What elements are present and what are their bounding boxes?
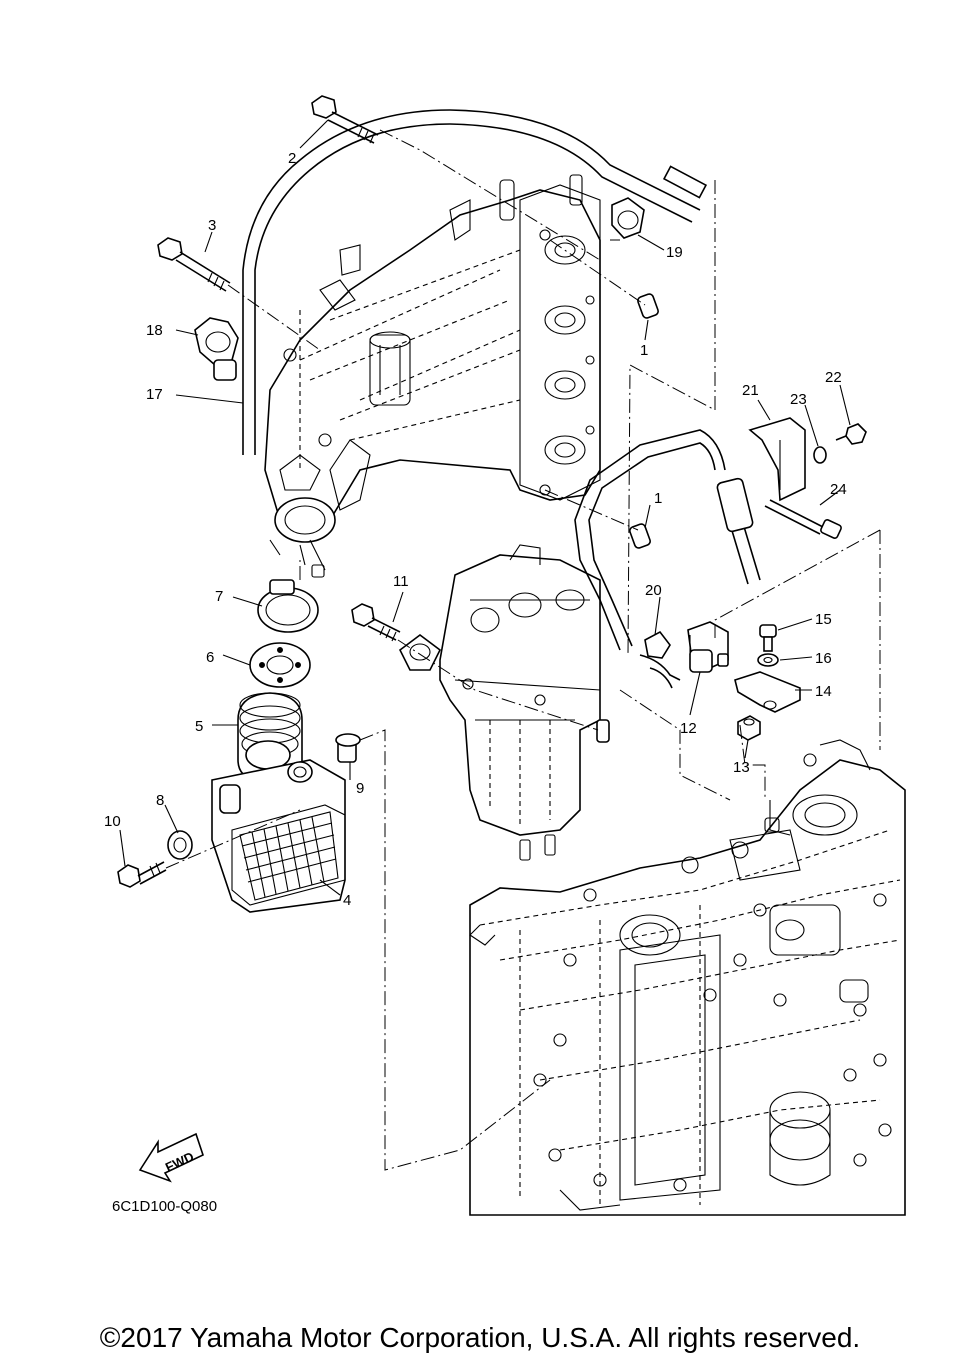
bolt-3 (157, 237, 231, 292)
callout-10: 10 (104, 813, 121, 830)
hose-clamp-7 (257, 579, 319, 633)
washer-23 (813, 446, 827, 464)
bolt-2 (311, 95, 379, 144)
callout-18: 18 (146, 322, 163, 339)
bolt-15 (759, 624, 777, 652)
washer-16 (757, 653, 779, 667)
clamp-18 (194, 317, 239, 381)
nut-13 (737, 715, 761, 741)
silencer-4 (211, 759, 346, 913)
callout-2: 2 (288, 150, 296, 167)
callout-1a: 1 (640, 342, 648, 359)
clamp-19 (611, 197, 645, 239)
callout-8: 8 (156, 792, 164, 809)
engine-block (469, 739, 906, 1216)
assembly-lines (165, 129, 881, 1171)
callout-14: 14 (815, 683, 832, 700)
silencer-grille (239, 811, 339, 901)
callout-13: 13 (733, 759, 750, 776)
callout-7: 7 (215, 588, 223, 605)
callout-20: 20 (645, 582, 662, 599)
callout-1b: 1 (654, 490, 662, 507)
fwd-arrow: FWD (138, 1132, 204, 1183)
callout-labels: 1 1 2 3 4 5 6 7 8 9 10 11 12 13 14 15 16… (104, 150, 847, 909)
copyright-notice: ©2017 Yamaha Motor Corporation, U.S.A. A… (99, 1322, 861, 1353)
bracket-21 (748, 417, 806, 502)
callout-4: 4 (343, 892, 351, 909)
joint-5 (237, 692, 303, 783)
callout-12: 12 (680, 720, 697, 737)
solenoid-valve-12 (687, 621, 729, 673)
dowel-pins (544, 239, 659, 549)
vapor-separator (439, 544, 610, 861)
grommet-8 (167, 830, 193, 860)
callout-21: 21 (742, 382, 759, 399)
clip-20 (644, 630, 671, 659)
callout-6: 6 (206, 649, 214, 666)
leader-lines (119, 119, 851, 896)
bolt-22 (835, 423, 867, 445)
callout-9: 9 (356, 780, 364, 797)
collar-9 (335, 733, 361, 763)
callout-17: 17 (146, 386, 163, 403)
callout-15: 15 (815, 611, 832, 628)
callout-23: 23 (790, 391, 807, 408)
callout-3: 3 (208, 217, 216, 234)
callout-16: 16 (815, 650, 832, 667)
bracket-14 (734, 671, 801, 713)
callout-5: 5 (195, 718, 203, 735)
bolt-10 (117, 861, 167, 888)
callout-24: 24 (830, 481, 847, 498)
diagram-code: 6C1D100-Q080 (112, 1198, 217, 1215)
callout-11: 11 (393, 573, 409, 590)
callout-22: 22 (825, 369, 842, 386)
bolt-11 (351, 603, 442, 671)
cable-tie-24 (764, 499, 842, 539)
intake-manifold (264, 174, 601, 578)
hoses (242, 109, 761, 689)
gasket-6 (249, 642, 311, 688)
callout-19: 19 (666, 244, 683, 261)
